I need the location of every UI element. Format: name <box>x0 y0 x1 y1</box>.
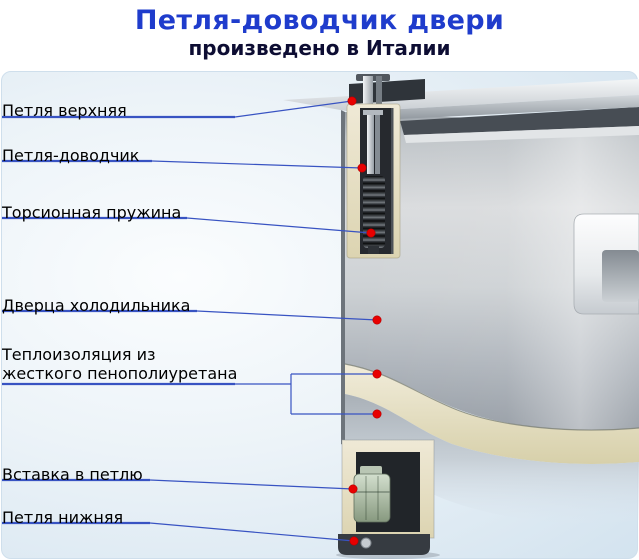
counter-front-edge <box>352 95 639 121</box>
hinge-insert-block <box>353 473 391 523</box>
callout-leader-lines <box>149 100 378 542</box>
hinge-insert-cap <box>360 466 382 476</box>
closer-rod-2 <box>375 110 380 174</box>
label-lower-hinge: Петля нижняя <box>2 508 124 527</box>
label-insulation-line2: жесткого пенополиуретана <box>2 364 238 383</box>
leader-lower-hinge <box>149 522 355 542</box>
callout-dot-closer-hinge <box>357 163 367 173</box>
door-panel-sheen <box>345 112 639 431</box>
callout-underlines <box>2 115 235 525</box>
lower-hinge-pin <box>360 537 372 549</box>
callout-dot-insulation-2 <box>372 409 382 419</box>
label-insulation: Теплоизоляция из жесткого пенополиуретан… <box>2 345 237 383</box>
insulation-sweep <box>344 363 639 524</box>
hinge-insert-ribs <box>365 476 379 520</box>
spring-tail <box>368 246 379 254</box>
label-torsion-spring: Торсионная пружина <box>2 203 182 222</box>
closer-rod-cap <box>363 110 383 115</box>
leader-hinge-insert <box>149 479 354 490</box>
callout-dot-upper-hinge <box>347 96 357 106</box>
leader-closer-hinge <box>151 160 363 169</box>
label-closer-hinge: Петля-доводчик <box>2 146 140 165</box>
lower-hinge-plate <box>338 534 430 555</box>
door-handle <box>573 213 639 315</box>
door-assembly <box>341 107 639 446</box>
leader-fridge-door <box>196 310 378 321</box>
top-hinge-assembly <box>349 74 425 106</box>
callout-dots <box>347 96 382 546</box>
door-outer-skin <box>345 394 639 524</box>
callout-dot-hinge-insert <box>348 484 358 494</box>
top-hinge-plate-2 <box>376 76 382 106</box>
leader-torsion-spring <box>186 217 372 234</box>
page-title: Петля-доводчик двери <box>134 5 505 36</box>
door-top-edge-highlight <box>404 126 639 143</box>
callout-dot-fridge-door <box>372 315 382 325</box>
callout-dot-lower-hinge <box>349 536 359 546</box>
label-hinge-insert: Вставка в петлю <box>2 465 143 484</box>
insulation-band <box>345 364 639 464</box>
counter-door-gap-shadow <box>400 107 639 135</box>
hinge-cutout <box>346 103 401 259</box>
leader-upper-hinge <box>234 100 353 118</box>
door-left-edge <box>341 110 345 446</box>
label-upper-hinge: Петля верхняя <box>2 101 127 120</box>
top-hinge-plate <box>363 76 373 106</box>
closer-rod <box>367 110 374 174</box>
page-subtitle: произведено в Италии <box>188 36 451 60</box>
handle-recess <box>602 250 639 302</box>
bottom-hinge-assembly <box>336 439 440 559</box>
insulation-band-top-line <box>344 363 639 431</box>
label-fridge-door: Дверца холодильника <box>2 296 191 315</box>
callout-dot-insulation-1 <box>372 369 382 379</box>
cavity-edge-highlight <box>391 108 394 254</box>
torsion-spring-coil <box>363 176 385 248</box>
leader-insulation <box>235 373 377 415</box>
label-insulation-line1: Теплоизоляция из <box>2 345 156 364</box>
callout-dot-torsion-spring <box>366 228 376 238</box>
